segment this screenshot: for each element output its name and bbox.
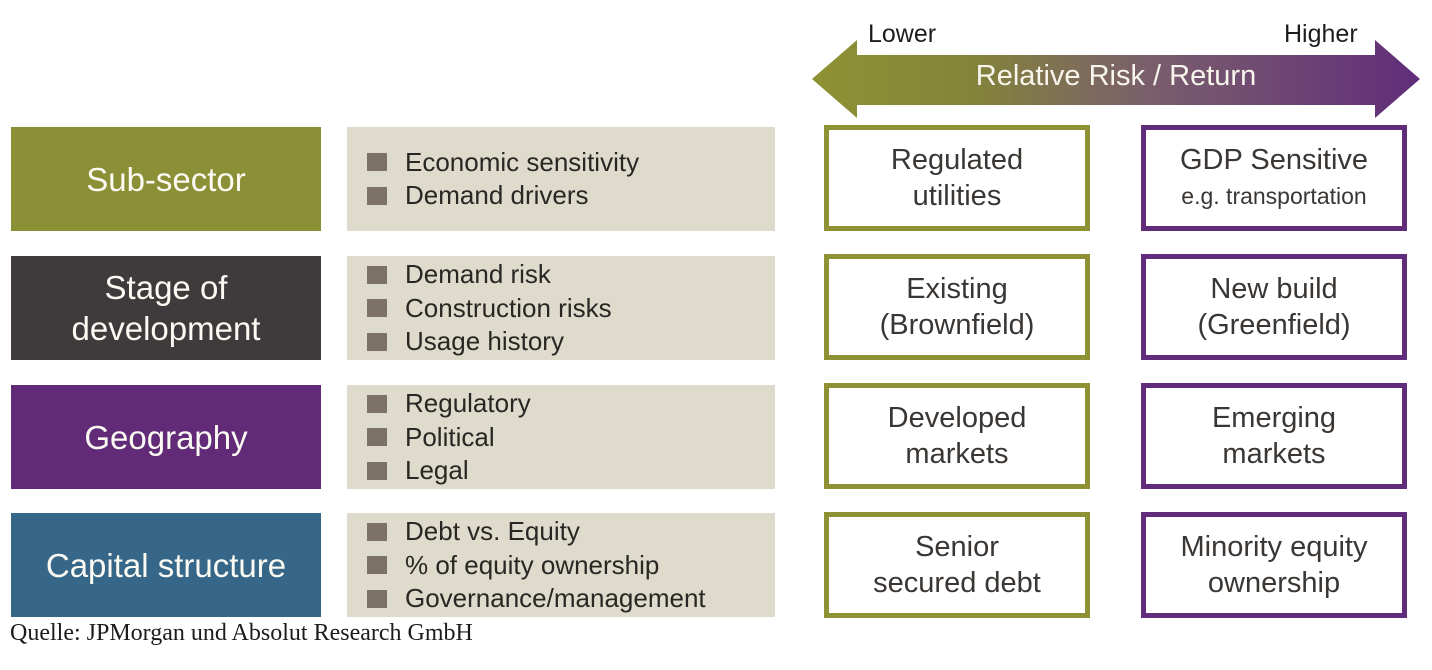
box-line-2: (Brownfield) bbox=[879, 309, 1035, 341]
factor-label: Economic sensitivity bbox=[405, 146, 640, 177]
box-line-2: utilities bbox=[912, 180, 1002, 212]
factor-label: Usage history bbox=[405, 326, 564, 356]
lower-label: Lower bbox=[868, 20, 937, 48]
factor-label: Governance/management bbox=[405, 583, 706, 613]
factor-label: Debt vs. Equity bbox=[405, 516, 580, 546]
box-line-1: Existing bbox=[906, 273, 1008, 305]
category-label: Sub-sector bbox=[86, 160, 246, 198]
factors-sub-sector: Economic sensitivity Demand drivers bbox=[347, 127, 775, 231]
higher-risk-box: Minority equity ownership bbox=[1141, 512, 1407, 618]
risk-return-arrow bbox=[810, 38, 1422, 120]
category-label: Capital structure bbox=[45, 546, 287, 584]
square-bullet-icon bbox=[367, 153, 387, 172]
box-line-1: New build bbox=[1210, 273, 1338, 305]
factor-item: Regulatory bbox=[367, 387, 775, 421]
higher-risk-box: Emerging markets bbox=[1141, 383, 1407, 489]
box-line-2: markets bbox=[1222, 438, 1326, 470]
category-geography: Geography bbox=[11, 385, 321, 489]
square-bullet-icon bbox=[367, 589, 387, 608]
factor-label: % of equity ownership bbox=[405, 549, 660, 580]
higher-risk-box: GDP Sensitive e.g. transportation bbox=[1141, 125, 1407, 231]
category-label: Geography bbox=[84, 418, 248, 456]
double-arrow-icon bbox=[812, 40, 1420, 118]
square-bullet-icon bbox=[367, 299, 387, 317]
lower-risk-box: Existing (Brownfield) bbox=[824, 254, 1090, 360]
square-bullet-icon bbox=[367, 394, 387, 413]
square-bullet-icon bbox=[367, 332, 387, 351]
arrow-title: Relative Risk / Return bbox=[975, 60, 1257, 92]
square-bullet-icon bbox=[367, 428, 387, 446]
box-line-2: e.g. transportation bbox=[1181, 183, 1367, 209]
lower-risk-box: Developed markets bbox=[824, 383, 1090, 489]
square-bullet-icon bbox=[367, 522, 387, 541]
box-line-2: ownership bbox=[1207, 567, 1341, 599]
square-bullet-icon bbox=[367, 556, 387, 574]
category-label: Stage of development bbox=[71, 269, 261, 347]
square-bullet-icon bbox=[367, 461, 387, 480]
factor-label: Construction risks bbox=[405, 292, 612, 323]
box-line-1: GDP Sensitive bbox=[1179, 144, 1369, 176]
category-capital-structure: Capital structure bbox=[11, 513, 321, 617]
box-line-2: markets bbox=[905, 438, 1009, 470]
box-line-1: Regulated bbox=[890, 144, 1024, 176]
factor-item: Demand risk bbox=[367, 258, 775, 292]
category-stage-of-development: Stage of development bbox=[11, 256, 321, 360]
factor-item: Demand drivers bbox=[367, 179, 775, 213]
factor-item: % of equity ownership bbox=[367, 548, 775, 582]
box-line-2: secured debt bbox=[873, 567, 1041, 599]
source-caption: Quelle: JPMorgan und Absolut Research Gm… bbox=[10, 620, 473, 646]
box-line-1: Developed bbox=[887, 402, 1027, 434]
lower-risk-box: Senior secured debt bbox=[824, 512, 1090, 618]
factors-geography: Regulatory Political Legal bbox=[347, 385, 775, 489]
higher-risk-box: New build (Greenfield) bbox=[1141, 254, 1407, 360]
box-line-2: (Greenfield) bbox=[1197, 309, 1351, 341]
factors-stage-of-development: Demand risk Construction risks Usage his… bbox=[347, 256, 775, 360]
factor-item: Political bbox=[367, 420, 775, 454]
factor-item: Debt vs. Equity bbox=[367, 515, 775, 549]
factor-item: Governance/management bbox=[367, 582, 775, 616]
factor-label: Demand risk bbox=[405, 259, 551, 289]
factor-label: Legal bbox=[405, 455, 469, 485]
square-bullet-icon bbox=[367, 265, 387, 284]
factor-item: Usage history bbox=[367, 325, 775, 359]
factor-item: Economic sensitivity bbox=[367, 146, 775, 180]
factor-label: Political bbox=[405, 421, 495, 452]
factor-label: Regulatory bbox=[405, 388, 531, 418]
box-line-1: Emerging bbox=[1211, 402, 1337, 434]
factor-item: Construction risks bbox=[367, 291, 775, 325]
lower-risk-box: Regulated utilities bbox=[824, 125, 1090, 231]
factor-label: Demand drivers bbox=[405, 180, 589, 211]
higher-label: Higher bbox=[1284, 20, 1358, 48]
box-line-1: Senior bbox=[915, 531, 999, 563]
square-bullet-icon bbox=[367, 186, 387, 205]
box-line-1: Minority equity bbox=[1180, 531, 1368, 563]
factor-item: Legal bbox=[367, 454, 775, 488]
category-sub-sector: Sub-sector bbox=[11, 127, 321, 231]
factors-capital-structure: Debt vs. Equity % of equity ownership Go… bbox=[347, 513, 775, 617]
